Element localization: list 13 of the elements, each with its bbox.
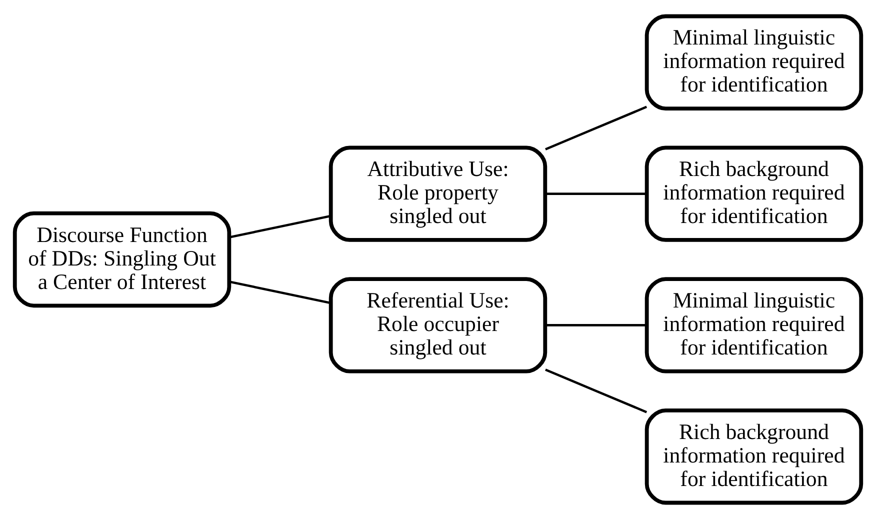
node-box: Discourse Function of DDs: Singling Out a Center of Interest: [12, 211, 232, 308]
connector: [229, 214, 331, 238]
node-box: Referential Use: Role occupier singled out: [328, 277, 548, 374]
connector: [545, 106, 648, 150]
node-box: Minimal linguistic information required for identification: [644, 14, 864, 110]
connector: [545, 368, 648, 414]
connector: [545, 192, 647, 195]
connector: [545, 324, 647, 326]
node-box: Attributive Use: Role property singled out: [328, 146, 548, 242]
node-box: Rich background information required for identification: [644, 146, 864, 242]
node-box: Rich background information required for identification: [644, 408, 864, 505]
node-box: Minimal linguistic information required for identification: [644, 277, 864, 374]
connector: [229, 280, 331, 304]
